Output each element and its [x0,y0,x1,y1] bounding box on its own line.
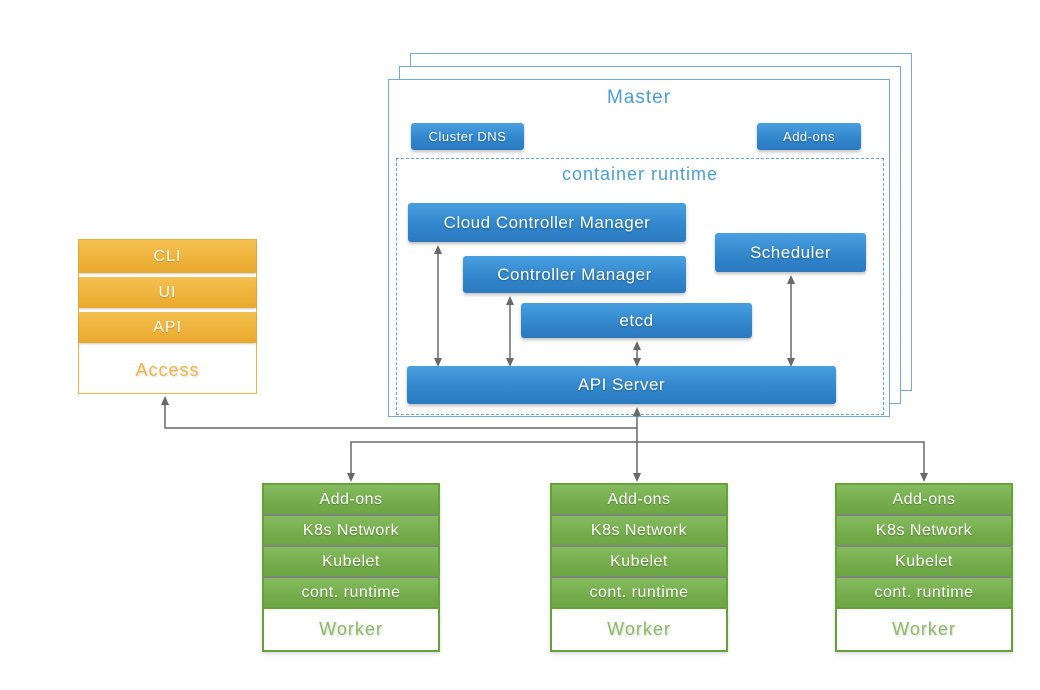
worker3-kubelet-row: Kubelet [837,547,1011,578]
worker2-cont-runtime-row: cont. runtime [552,578,726,609]
worker-stack-3: Add-ons K8s Network Kubelet cont. runtim… [835,483,1013,652]
arrow-api-worker2 [633,407,641,482]
worker2-label: Worker [607,619,671,639]
worker2-k8s-network-row: K8s Network [552,516,726,547]
cluster-dns-box: Cluster DNS [411,123,524,150]
worker1-addons-row: Add-ons [264,485,438,516]
worker2-kubelet-row: Kubelet [552,547,726,578]
access-stack: CLI UI API Access [78,239,257,394]
worker3-cont-runtime-row: cont. runtime [837,578,1011,609]
master-title: Master [606,87,672,108]
master-box: Master Cluster DNS Add-ons container run… [388,79,890,417]
access-row-cli: CLI [79,240,256,273]
container-runtime-box: container runtime Cloud Controller Manag… [396,158,884,415]
worker-stack-2: Add-ons K8s Network Kubelet cont. runtim… [550,483,728,652]
worker1-kubelet-row: Kubelet [264,547,438,578]
master-addons-box: Add-ons [757,123,861,150]
worker3-label: Worker [892,619,956,639]
access-row-ui: UI [79,277,256,308]
worker1-cont-runtime-row: cont. runtime [264,578,438,609]
worker1-label: Worker [319,619,383,639]
api-server-box: API Server [407,366,836,404]
access-label: Access [135,359,200,380]
worker3-addons-row: Add-ons [837,485,1011,516]
worker2-addons-row: Add-ons [552,485,726,516]
etcd-box: etcd [521,303,752,338]
arrow-api-workers-1-3 [347,441,928,482]
container-runtime-title: container runtime [561,164,719,184]
access-row-api: API [79,312,256,343]
worker3-k8s-network-row: K8s Network [837,516,1011,547]
worker-stack-1: Add-ons K8s Network Kubelet cont. runtim… [262,483,440,652]
controller-manager-box: Controller Manager [463,256,686,293]
cloud-controller-manager-box: Cloud Controller Manager [408,203,686,242]
scheduler-box: Scheduler [715,233,866,272]
worker1-k8s-network-row: K8s Network [264,516,438,547]
